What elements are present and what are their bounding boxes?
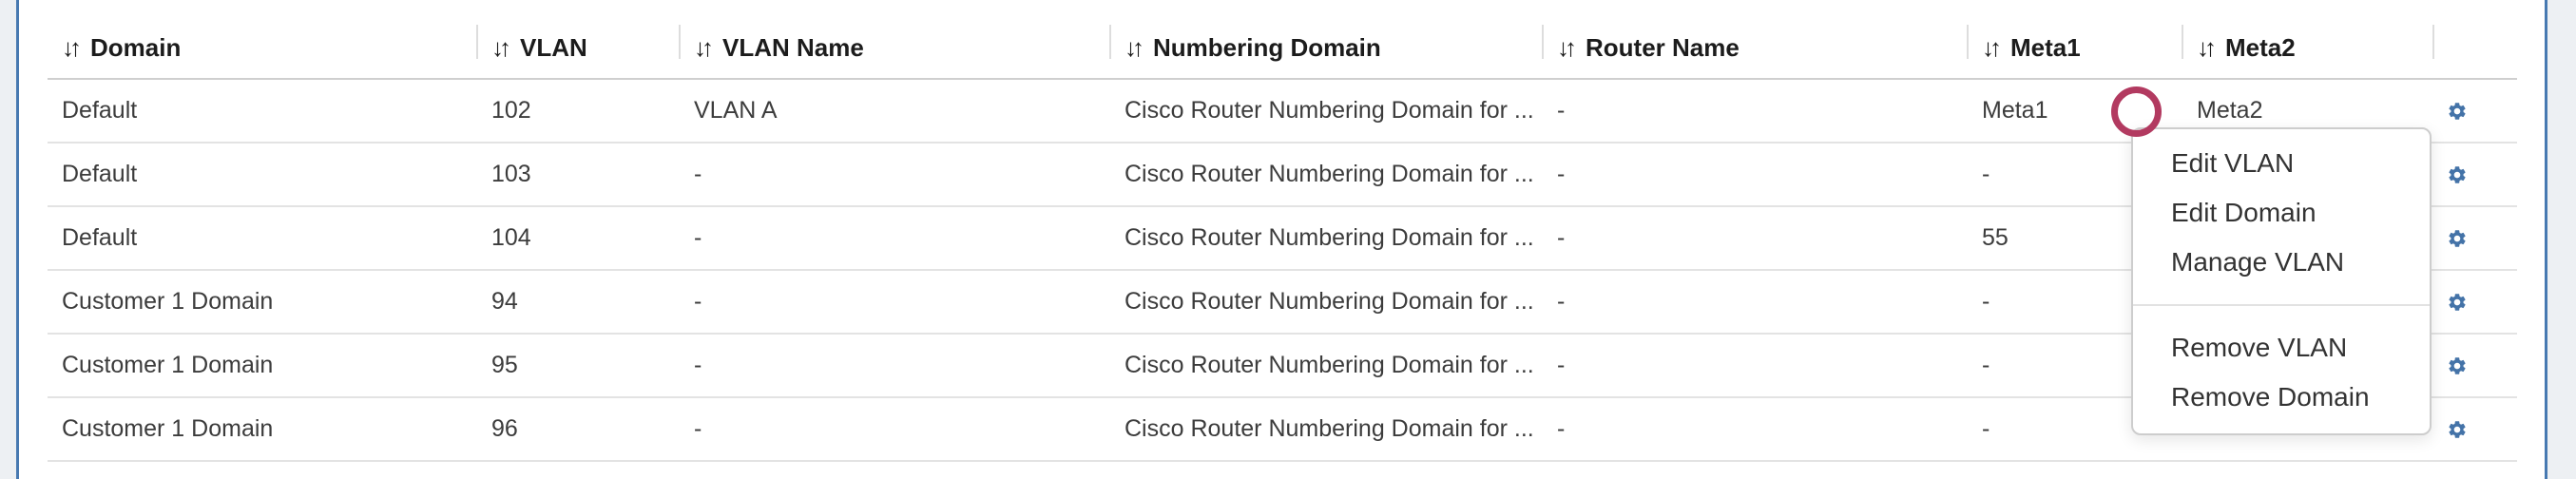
row-actions-button[interactable]	[2447, 355, 2468, 376]
cell-domain: Customer 1 Domain	[48, 270, 477, 335]
menu-item-edit-domain[interactable]: Edit Domain	[2171, 198, 2316, 227]
cell-vlan: 103	[477, 143, 680, 207]
menu-item-manage-vlan[interactable]: Manage VLAN	[2171, 247, 2345, 277]
cell-vlan-name: VLAN A	[680, 79, 1110, 144]
cell-domain: Customer 1 Domain	[48, 334, 477, 398]
column-header-vlan-name[interactable]: ↓↑ VLAN Name	[679, 0, 1110, 80]
cell-router-name: -	[1543, 206, 1968, 271]
cell-actions	[2433, 143, 2517, 207]
sort-icon: ↓↑	[1125, 33, 1144, 62]
cell-numbering-domain: Cisco Router Numbering Domain for ...	[1110, 206, 1543, 271]
cell-vlan: 102	[477, 79, 680, 144]
cell-vlan: 96	[477, 397, 680, 462]
sort-icon: ↓↑	[694, 33, 714, 62]
table-row: Default 102 VLAN A Cisco Router Numberin…	[48, 79, 2517, 144]
cell-vlan-name: -	[680, 143, 1110, 207]
column-header-numbering-domain[interactable]: ↓↑ Numbering Domain	[1109, 0, 1543, 80]
column-label-vlan-name: VLAN Name	[722, 33, 864, 62]
vlan-table: ↓↑ Domain ↓↑ VLAN ↓↑ VLAN Name ↓↑ Numbering …	[48, 0, 2517, 462]
cell-numbering-domain: Cisco Router Numbering Domain for ...	[1110, 334, 1543, 398]
sort-icon: ↓↑	[1557, 33, 1577, 62]
menu-item-edit-vlan[interactable]: Edit VLAN	[2171, 148, 2295, 178]
column-header-actions	[2432, 0, 2517, 80]
cell-numbering-domain: Cisco Router Numbering Domain for ...	[1110, 143, 1543, 207]
column-label-meta1: Meta1	[2010, 33, 2081, 62]
row-actions-button[interactable]	[2447, 292, 2468, 313]
column-header-meta1[interactable]: ↓↑ Meta1	[1967, 0, 2182, 80]
row-actions-button[interactable]	[2447, 228, 2468, 249]
annotation-circle	[2111, 86, 2162, 137]
column-header-vlan[interactable]: ↓↑ VLAN	[476, 0, 680, 80]
cell-actions	[2433, 397, 2517, 462]
cell-router-name: -	[1543, 397, 1968, 462]
cell-router-name: -	[1543, 334, 1968, 398]
cell-router-name: -	[1543, 270, 1968, 335]
column-label-router-name: Router Name	[1586, 33, 1740, 62]
sort-icon: ↓↑	[491, 33, 511, 62]
cell-domain: Default	[48, 79, 477, 144]
cell-actions	[2433, 334, 2517, 398]
cell-vlan: 95	[477, 334, 680, 398]
sort-icon: ↓↑	[1982, 33, 2002, 62]
cell-vlan-name: -	[680, 397, 1110, 462]
cell-domain: Customer 1 Domain	[48, 397, 477, 462]
table-row: Default 104 - Cisco Router Numbering Dom…	[48, 206, 2517, 271]
cell-domain: Default	[48, 206, 477, 271]
row-actions-button[interactable]	[2447, 101, 2468, 122]
gear-icon	[2449, 357, 2466, 375]
cell-actions	[2433, 206, 2517, 271]
row-actions-button[interactable]	[2447, 419, 2468, 440]
cell-vlan: 94	[477, 270, 680, 335]
cell-actions	[2433, 270, 2517, 335]
cell-vlan-name: -	[680, 334, 1110, 398]
cell-vlan-name: -	[680, 206, 1110, 271]
table-header-row: ↓↑ Domain ↓↑ VLAN ↓↑ VLAN Name ↓↑ Numbering …	[48, 0, 2517, 80]
cell-numbering-domain: Cisco Router Numbering Domain for ...	[1110, 270, 1543, 335]
gear-icon	[2449, 103, 2466, 121]
table-row: Customer 1 Domain 96 - Cisco Router Numb…	[48, 397, 2517, 462]
column-header-router-name[interactable]: ↓↑ Router Name	[1542, 0, 1968, 80]
gear-icon	[2449, 230, 2466, 248]
column-label-vlan: VLAN	[520, 33, 587, 62]
gear-icon	[2449, 166, 2466, 184]
cell-numbering-domain: Cisco Router Numbering Domain for ...	[1110, 79, 1543, 144]
menu-divider	[2133, 304, 2430, 306]
content-panel: ↓↑ Domain ↓↑ VLAN ↓↑ VLAN Name ↓↑ Numbering …	[16, 0, 2547, 479]
cell-router-name: -	[1543, 143, 1968, 207]
cell-router-name: -	[1543, 79, 1968, 144]
cell-numbering-domain: Cisco Router Numbering Domain for ...	[1110, 397, 1543, 462]
cell-vlan-name: -	[680, 270, 1110, 335]
cell-actions	[2433, 79, 2517, 144]
column-label-meta2: Meta2	[2225, 33, 2296, 62]
context-menu-group-remove: Remove VLAN Remove Domain	[2133, 306, 2430, 433]
menu-item-remove-domain[interactable]: Remove Domain	[2171, 382, 2370, 412]
gear-icon	[2449, 421, 2466, 439]
column-label-numbering-domain: Numbering Domain	[1153, 33, 1381, 62]
cell-domain: Default	[48, 143, 477, 207]
column-header-meta2[interactable]: ↓↑ Meta2	[2182, 0, 2433, 80]
column-header-domain[interactable]: ↓↑ Domain	[48, 0, 477, 80]
sort-icon: ↓↑	[2197, 33, 2217, 62]
cell-vlan: 104	[477, 206, 680, 271]
row-actions-button[interactable]	[2447, 164, 2468, 185]
gear-icon	[2449, 294, 2466, 312]
context-menu-group-edit: Edit VLAN Edit Domain Manage VLAN	[2133, 129, 2430, 304]
column-label-domain: Domain	[90, 33, 182, 62]
context-menu: Edit VLAN Edit Domain Manage VLAN Remove…	[2131, 127, 2432, 435]
menu-item-remove-vlan[interactable]: Remove VLAN	[2171, 333, 2348, 362]
sort-icon: ↓↑	[62, 33, 82, 62]
